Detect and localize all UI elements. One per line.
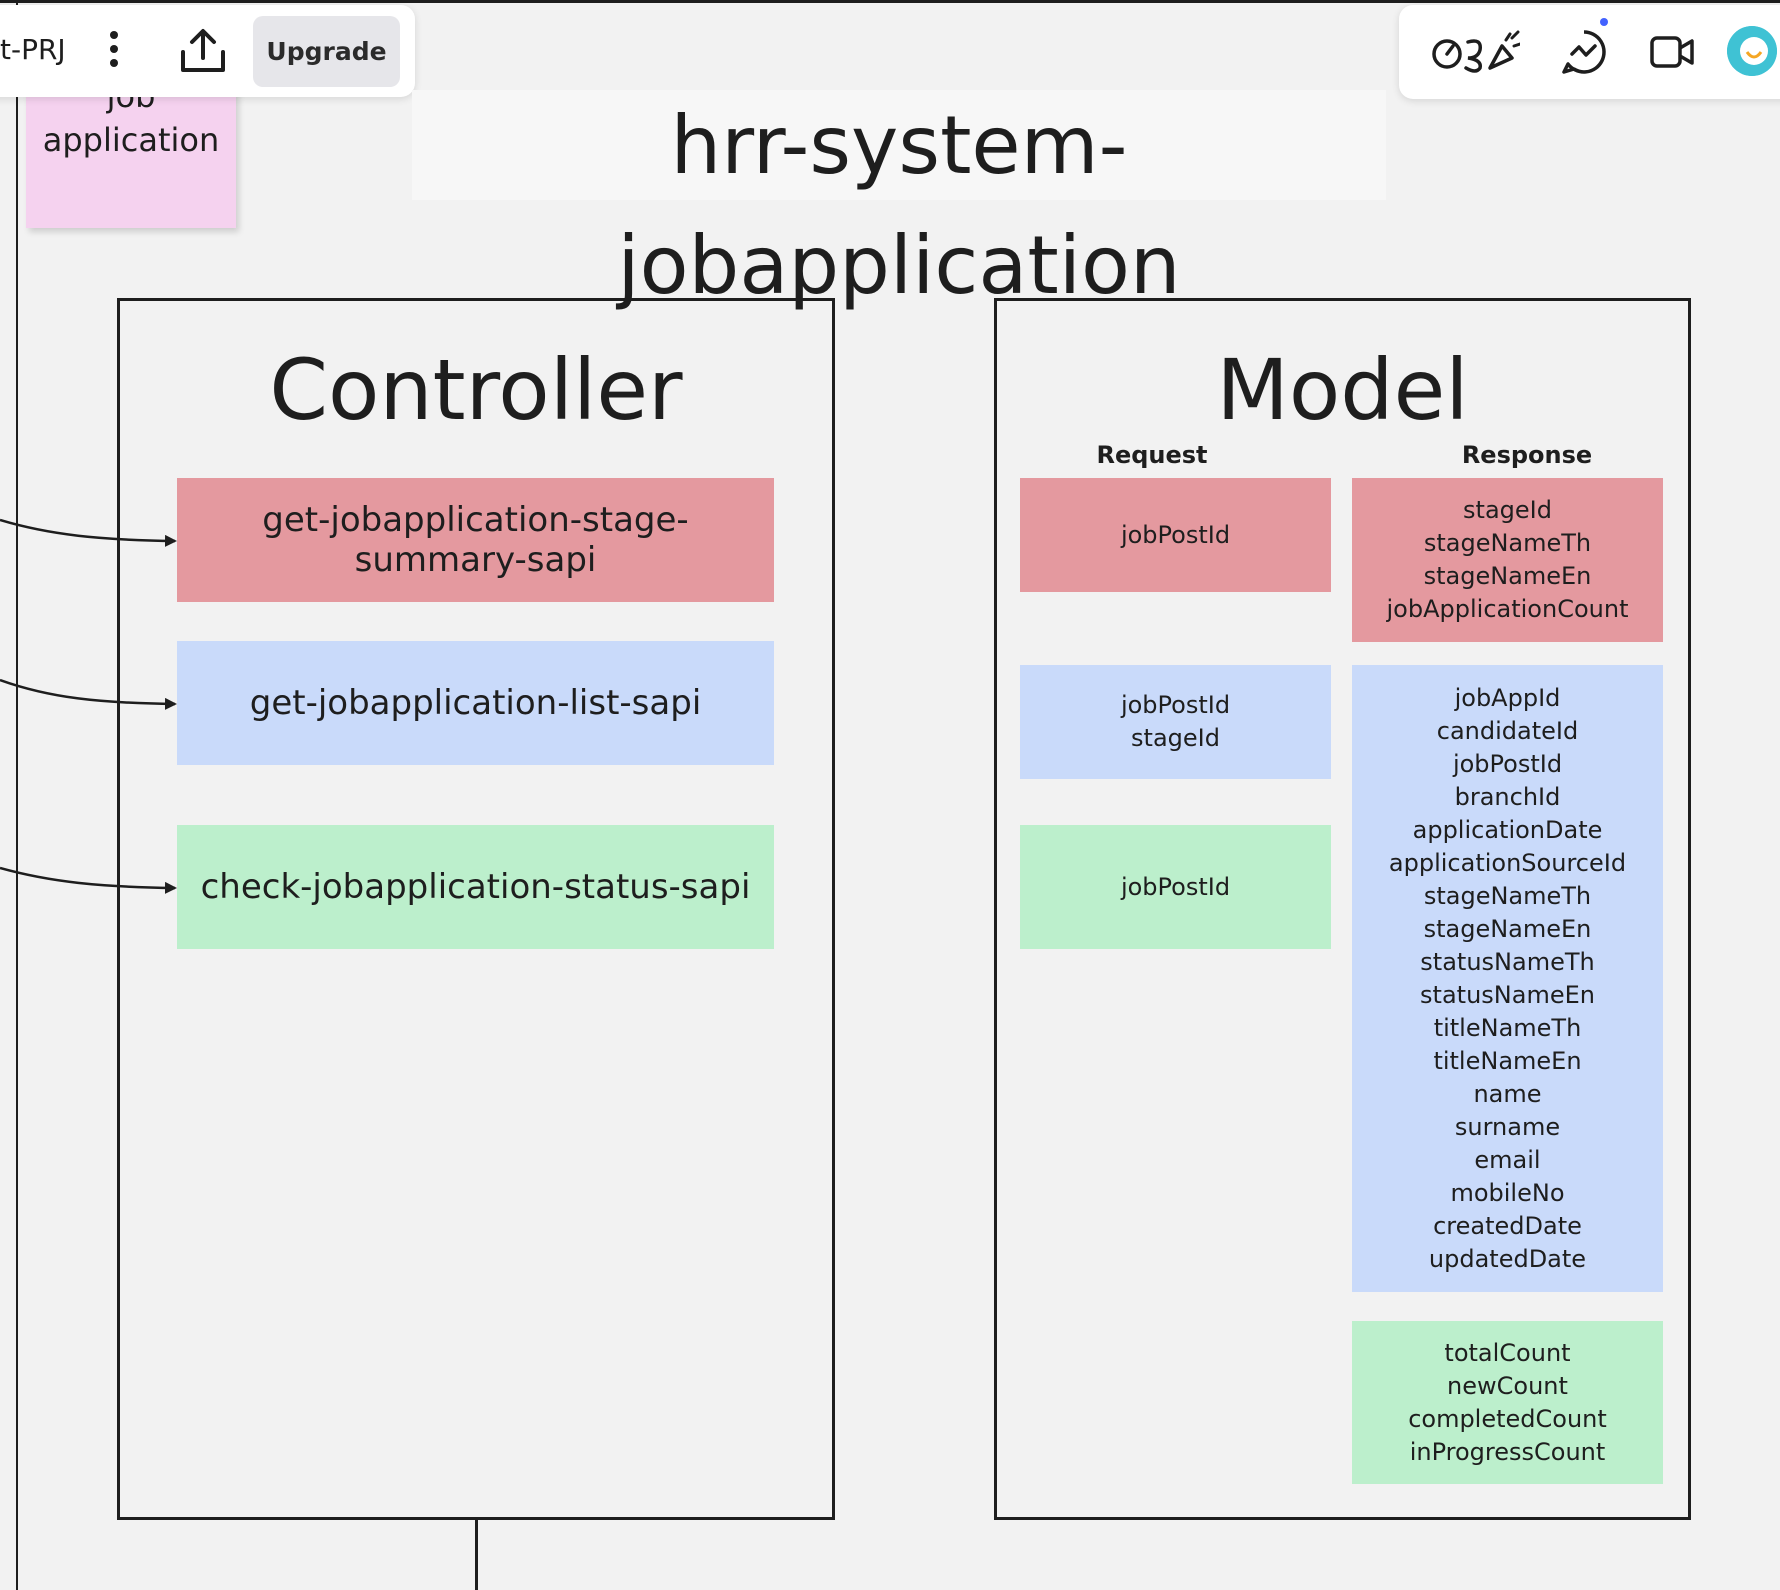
response-field: statusNameTh (1420, 947, 1595, 976)
video-call-icon[interactable] (1650, 32, 1694, 72)
request-card-list[interactable]: jobPostId stageId (1020, 665, 1331, 779)
api-name: get-jobapplication-stage-summary-sapi (262, 500, 689, 580)
sticky-note-line-2: application (42, 121, 220, 159)
response-field: email (1474, 1145, 1541, 1174)
model-frame[interactable] (994, 298, 1691, 1520)
api-name: check-jobapplication-status-sapi (200, 867, 751, 907)
request-card-stage-summary[interactable]: jobPostId (1020, 478, 1331, 592)
response-field: statusNameEn (1420, 980, 1595, 1009)
board-left-edge (16, 0, 18, 1590)
response-field: inProgressCount (1409, 1437, 1606, 1466)
response-field: jobApplicationCount (1386, 595, 1629, 623)
api-card-list[interactable]: get-jobapplication-list-sapi (177, 641, 774, 765)
response-field: newCount (1447, 1371, 1568, 1400)
response-field: totalCount (1444, 1338, 1571, 1367)
outgoing-connector-line[interactable] (475, 1518, 478, 1590)
response-field: jobPostId (1452, 749, 1563, 778)
response-field: updatedDate (1428, 1244, 1587, 1273)
chat-icon[interactable] (1560, 28, 1608, 76)
request-field: stageId (1131, 724, 1220, 752)
upgrade-button[interactable]: Upgrade (253, 16, 400, 87)
notification-dot (1600, 18, 1608, 26)
api-name: get-jobapplication-list-sapi (249, 683, 702, 723)
response-field: candidateId (1436, 716, 1579, 745)
more-vertical-icon[interactable] (102, 29, 126, 69)
response-field: applicationSourceId (1388, 848, 1627, 877)
connector-arrow-3[interactable] (0, 866, 177, 894)
response-field: titleNameEn (1433, 1046, 1582, 1075)
response-card-status[interactable]: totalCount newCount completedCount inPro… (1352, 1321, 1663, 1484)
response-field: createdDate (1433, 1211, 1582, 1240)
request-field: jobPostId (1120, 872, 1231, 901)
response-field: stageId (1463, 496, 1552, 524)
response-field: completedCount (1408, 1404, 1607, 1433)
avatar[interactable] (1727, 26, 1777, 76)
response-field: mobileNo (1450, 1178, 1565, 1207)
response-field: stageNameTh (1423, 881, 1592, 910)
response-field: applicationDate (1412, 815, 1603, 844)
board-top-edge (0, 0, 1780, 3)
connector-arrow-2[interactable] (0, 678, 177, 710)
controller-title: Controller (269, 341, 683, 439)
incoming-connectors (0, 518, 177, 894)
api-card-status[interactable]: check-jobapplication-status-sapi (177, 825, 774, 949)
api-card-stage-summary[interactable]: get-jobapplication-stage-summary-sapi (177, 478, 774, 602)
response-field: stageNameEn (1423, 914, 1592, 943)
share-upload-icon[interactable] (178, 28, 228, 74)
response-field: branchId (1454, 782, 1561, 811)
response-field: stageNameTh (1423, 529, 1592, 557)
connector-arrow-1[interactable] (0, 518, 177, 547)
response-card-list[interactable]: jobAppId candidateId jobPostId branchId … (1352, 665, 1663, 1292)
board-name[interactable]: t-PRJ (0, 33, 66, 66)
response-field: surname (1454, 1112, 1561, 1141)
request-field: jobPostId (1120, 520, 1231, 549)
response-card-stage-summary[interactable]: stageId stageNameTh stageNameEn jobAppli… (1352, 478, 1663, 642)
response-field: name (1473, 1079, 1542, 1108)
response-field: stageNameEn (1423, 562, 1592, 590)
request-card-status[interactable]: jobPostId (1020, 825, 1331, 949)
board-title[interactable]: hrr-system-jobapplication (617, 99, 1181, 312)
response-field: jobAppId (1454, 683, 1561, 712)
response-field: titleNameTh (1433, 1013, 1582, 1042)
reactions-icon[interactable] (1430, 28, 1522, 76)
model-title: Model (1216, 341, 1469, 439)
board-title-background (412, 90, 1386, 200)
request-header: Request (1096, 441, 1208, 469)
response-header: Response (1461, 441, 1593, 469)
request-field: jobPostId (1120, 691, 1231, 719)
